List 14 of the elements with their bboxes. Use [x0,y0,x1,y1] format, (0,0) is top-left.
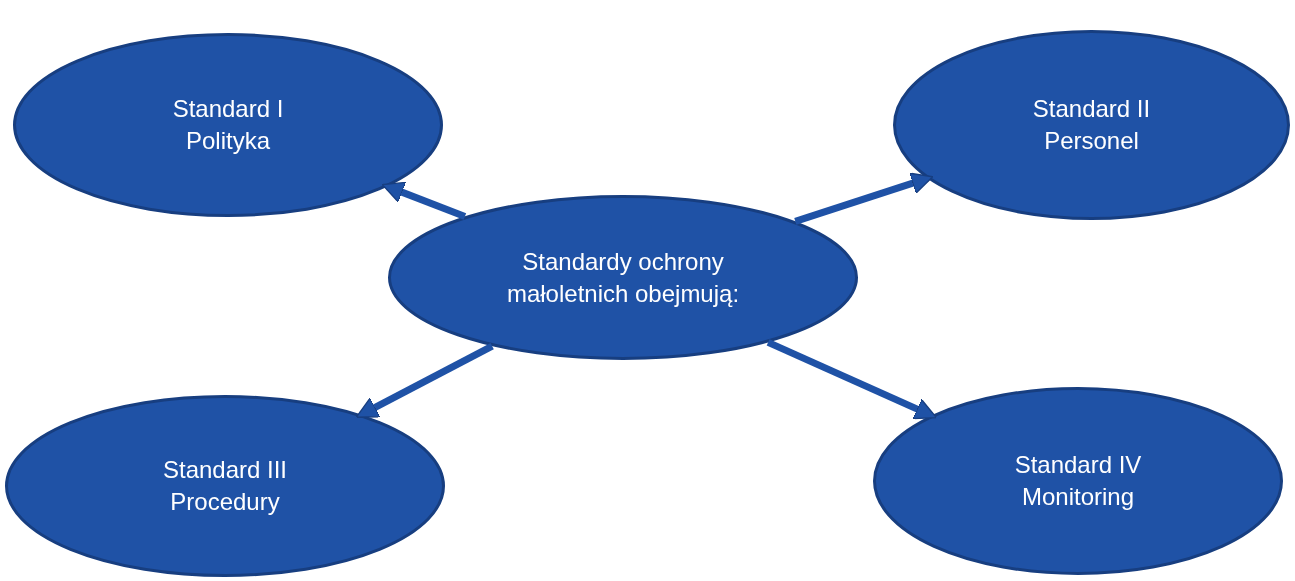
node-label: Standard II Personel [1031,94,1152,156]
ellipse-node [13,33,443,217]
ellipse-node [388,195,858,360]
node-label: Standard I Polityka [171,94,285,156]
arrow [766,339,938,420]
ellipse-node [893,30,1290,220]
node-label: Standard IV Monitoring [1013,450,1143,512]
node-label: Standardy ochrony małoletnich obejmują: [505,246,741,309]
arrow [355,342,494,418]
ellipse-node [5,395,445,577]
ellipse-node [873,387,1283,575]
arrow [794,172,934,225]
arrow [381,181,467,220]
node-label: Standard III Procedury [161,455,289,517]
